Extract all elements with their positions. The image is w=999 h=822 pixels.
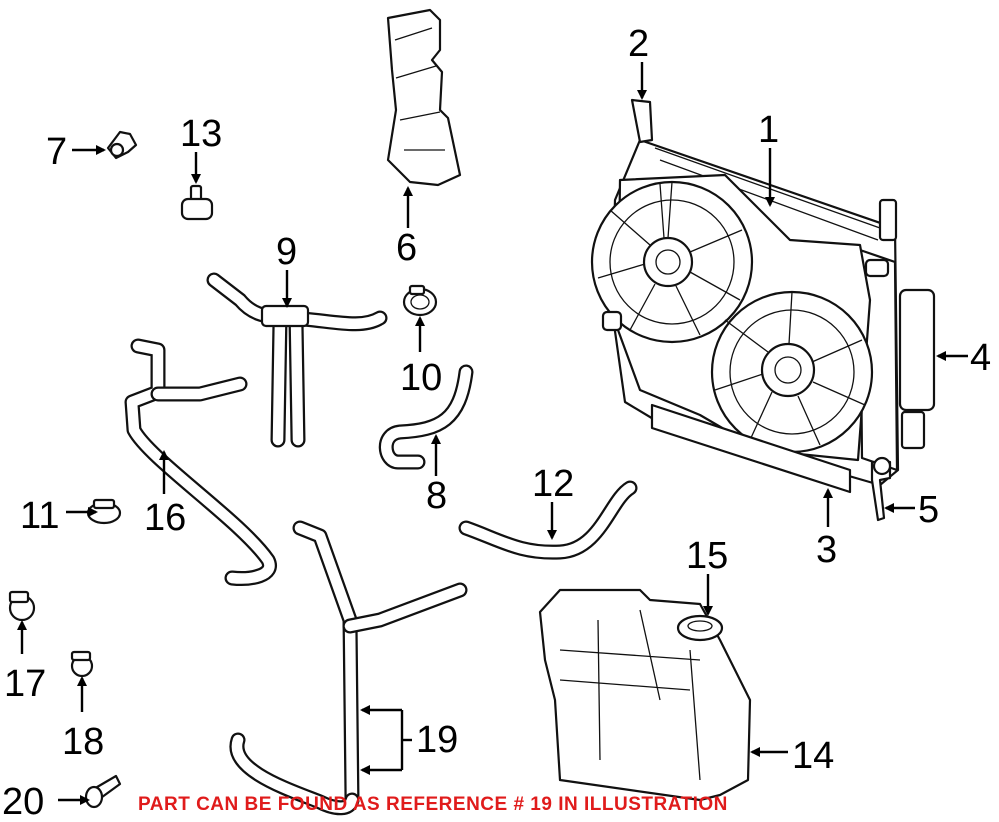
callout-1: 1 (758, 109, 779, 151)
rubber-bumper (180, 184, 214, 221)
callout-19: 19 (416, 719, 458, 761)
callout-4: 4 (970, 337, 991, 379)
callout-11: 11 (20, 495, 59, 537)
callout-15: 15 (686, 535, 728, 577)
callout-7: 7 (46, 131, 67, 173)
callout-20: 20 (2, 781, 44, 822)
hose-clamp-10 (402, 284, 438, 317)
callout-labels: 1 2 3 4 5 6 7 8 9 10 11 12 13 14 15 16 1… (2, 23, 991, 822)
radiator-fan-assembly (590, 98, 900, 494)
callout-10: 10 (400, 357, 442, 399)
callout-3: 3 (816, 529, 837, 571)
callout-14: 14 (792, 735, 834, 777)
hose-clamp-17 (8, 590, 36, 622)
callout-6: 6 (396, 227, 417, 269)
reservoir-cap (676, 614, 724, 642)
callout-12: 12 (532, 463, 574, 505)
heater-hose (124, 338, 277, 586)
upper-radiator-hose (206, 272, 388, 448)
callout-17: 17 (4, 663, 46, 705)
callout-18: 18 (62, 721, 104, 763)
receiver-drier (898, 288, 936, 450)
coolant-tube-assembly (229, 520, 468, 816)
leader-lines (17, 62, 968, 805)
reference-footnote: PART CAN BE FOUND AS REFERENCE # 19 IN I… (138, 794, 728, 815)
callout-13: 13 (180, 113, 222, 155)
callout-9: 9 (276, 231, 297, 273)
coolant-reservoir (538, 588, 752, 802)
lower-radiator-hose (458, 480, 638, 560)
hose-clamp-18 (70, 650, 94, 678)
coolant-hose-8 (378, 364, 474, 470)
mount-bracket (870, 456, 892, 522)
bolt-20 (84, 774, 122, 809)
callout-5: 5 (918, 489, 939, 531)
callout-2: 2 (628, 23, 649, 65)
push-pin (106, 130, 138, 160)
callout-8: 8 (426, 475, 447, 517)
air-deflector (386, 8, 462, 187)
callout-16: 16 (144, 497, 186, 539)
